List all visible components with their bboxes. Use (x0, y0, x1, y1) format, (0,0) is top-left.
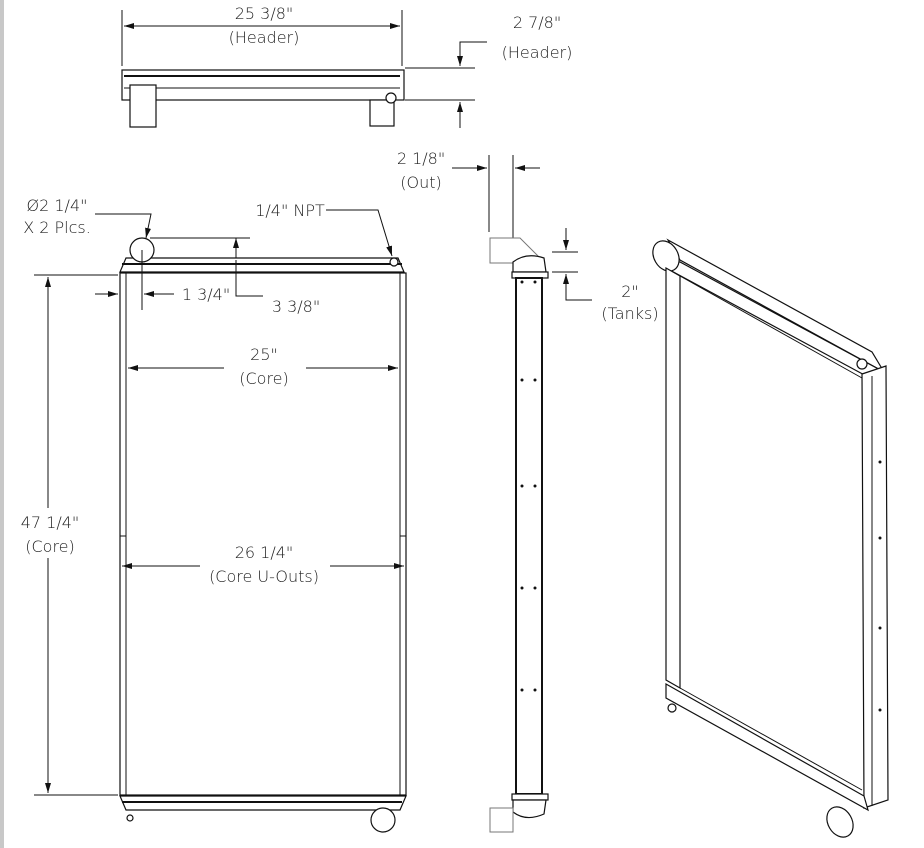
iso-top-tank (666, 238, 886, 374)
iso-inlet (652, 240, 680, 272)
page-border (0, 0, 4, 848)
tank-height-note: (Tanks) (601, 304, 658, 323)
header-body (121, 69, 405, 101)
side-core (515, 277, 543, 795)
outlet-width-value: 2 1/8" (397, 149, 445, 168)
header-depth-note: (Header) (502, 43, 573, 62)
side-top-tank (512, 255, 547, 273)
header-width-value: 25 3/8" (235, 4, 294, 23)
side-outlet-pipe (489, 807, 514, 833)
iso-left-side (665, 266, 681, 690)
outlet-pipe (369, 99, 395, 127)
header-height-value: 3 3/8" (272, 297, 320, 316)
inlet-leader (95, 213, 152, 239)
core-width-value: 25" (250, 345, 278, 364)
uouts-note: (Core U-Outs) (209, 567, 319, 586)
core-height-note: (Core) (25, 537, 75, 556)
header-width-note: (Header) (229, 28, 300, 47)
front-view: Ø2 1/4" X 2 Plcs. 1/4" NPT 3 3/8" 1 3/4"… (14, 196, 407, 833)
tank-height-value: 2" (621, 282, 639, 301)
side-bottom-tank (512, 799, 547, 819)
inlet-pipe (129, 84, 157, 128)
side-bolt-holes (520, 280, 537, 692)
header-depth-dimension (457, 41, 487, 66)
side-view: 2 1/8" (Out) 2" (Tanks) (397, 149, 659, 833)
iso-bottom-tank (665, 682, 869, 812)
inlet-count-note: X 2 Plcs. (23, 218, 91, 237)
npt-fitting (389, 257, 399, 267)
header-depth-value: 2 7/8" (513, 13, 561, 32)
outlet-circle (370, 807, 396, 833)
drain-fitting (385, 92, 397, 104)
iso-outlet (826, 806, 854, 838)
uouts-value: 26 1/4" (235, 543, 294, 562)
core-width-note: (Core) (239, 369, 289, 388)
npt-leader (326, 209, 393, 257)
outlet-width-note: (Out) (400, 173, 442, 192)
core-height-value: 47 1/4" (21, 513, 80, 532)
top-view: 25 3/8" (Header) 2 7/8" (Header) (121, 4, 573, 128)
inlet-offset-value: 1 3/4" (182, 285, 230, 304)
npt-label: 1/4" NPT (255, 201, 325, 220)
bottom-fitting (126, 814, 134, 822)
inlet-diameter-value: Ø2 1/4" (27, 196, 88, 215)
iso-right-side (861, 365, 889, 809)
isometric-view (652, 238, 889, 838)
